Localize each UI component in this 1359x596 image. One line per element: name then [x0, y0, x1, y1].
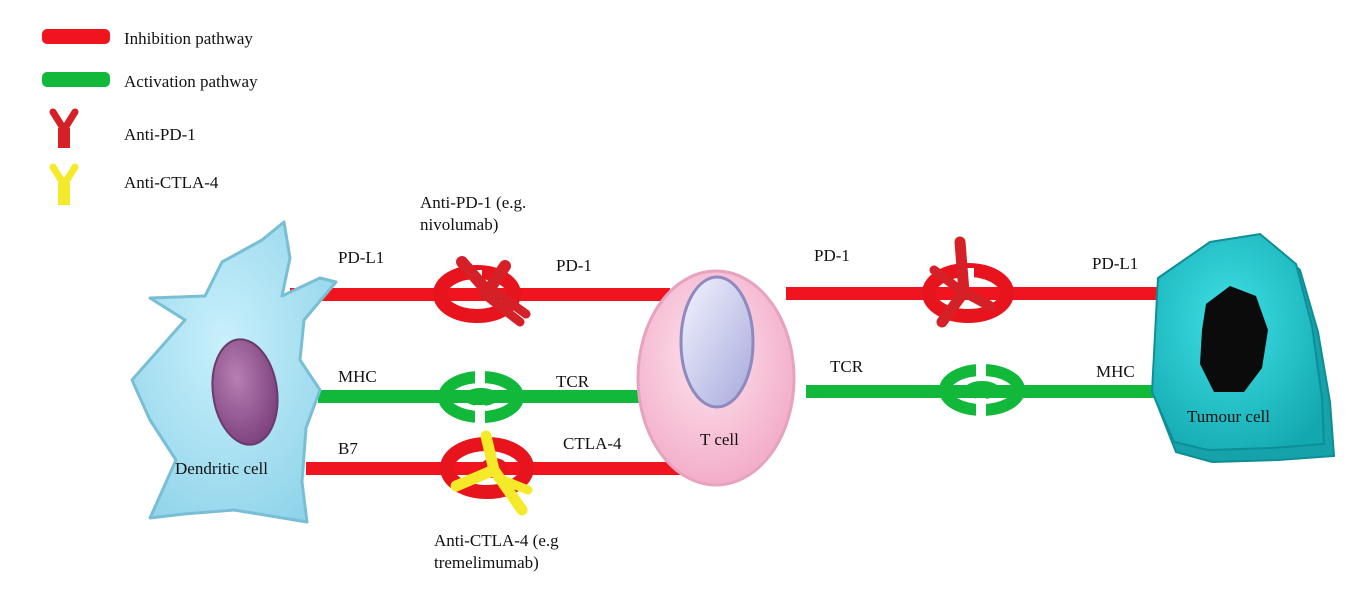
tumour-cell — [1150, 232, 1336, 464]
left-mhc-tcr-ring — [438, 370, 524, 423]
dendritic-cell-label: Dendritic cell — [175, 459, 268, 478]
right-pd1-label: PD-1 — [814, 246, 850, 265]
legend-activation-label: Activation pathway — [124, 72, 258, 91]
legend-inhibition-label: Inhibition pathway — [124, 29, 253, 48]
legend-inhibition-swatch — [42, 29, 110, 44]
dendritic-nucleus — [211, 338, 279, 446]
right-tcr-mhc-ring — [939, 363, 1025, 416]
anti-ctla4-drug-annotation: Anti-CTLA-4 (e.g tremelimumab) — [434, 531, 559, 572]
tumour-cell-label: Tumour cell — [1187, 407, 1270, 426]
t-cell-nucleus — [679, 275, 755, 409]
left-b7-label: B7 — [338, 439, 358, 458]
right-mhc-label: MHC — [1096, 362, 1135, 381]
t-cell-label: T cell — [700, 430, 739, 449]
legend-anti-ctla4-label: Anti-CTLA-4 — [124, 173, 219, 192]
left-pd1-label: PD-1 — [556, 256, 592, 275]
left-pdl1-label: PD-L1 — [338, 248, 385, 267]
right-pd1-ring — [922, 263, 1014, 323]
legend-anti-pd1-icon — [49, 108, 79, 148]
legend-anti-ctla4-icon — [49, 163, 79, 205]
left-mhc-label: MHC — [338, 367, 377, 386]
dendritic-cell — [130, 220, 338, 524]
left-tcr-label: TCR — [556, 372, 590, 391]
right-anti-pd1-antibody — [929, 236, 995, 328]
left-anti-ctla4-antibody — [450, 430, 533, 516]
right-pdl1-label: PD-L1 — [1092, 254, 1139, 273]
legend-activation-swatch — [42, 72, 110, 87]
tumour-nucleus — [1200, 286, 1268, 392]
right-pd1-line — [786, 287, 1176, 300]
t-cell — [636, 269, 796, 487]
left-ctla4-label: CTLA-4 — [563, 434, 622, 453]
legend-anti-pd1-label: Anti-PD-1 — [124, 125, 196, 144]
anti-pd1-drug-annotation: Anti-PD-1 (e.g. nivolumab) — [420, 193, 527, 234]
left-anti-pd1-antibody — [456, 256, 531, 327]
right-tcr-label: TCR — [830, 357, 864, 376]
